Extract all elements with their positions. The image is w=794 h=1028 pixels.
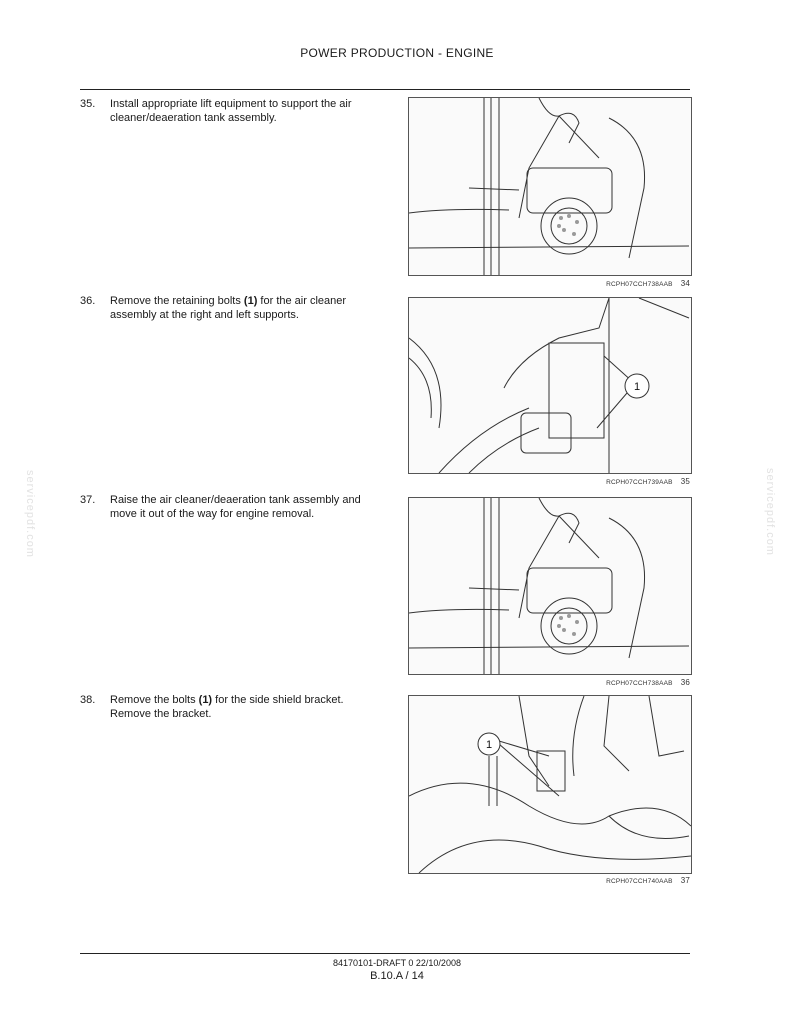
header-rule — [80, 89, 690, 90]
step-number: 38. — [80, 694, 96, 706]
callout-label: 1 — [634, 381, 640, 393]
step-37: 37. Raise the air cleaner/deaeration tan… — [80, 493, 385, 521]
figure-code: RCPH07CCH738AAB — [606, 680, 673, 687]
figure-caption: RCPH07CCH738AAB 34 — [408, 279, 690, 288]
callout-reference: (1) — [198, 694, 213, 706]
figure-36 — [408, 497, 692, 675]
step-38: 38. Remove the bolts (1) for the side sh… — [80, 693, 385, 721]
retaining-bolts-illustration: 1 — [409, 298, 690, 473]
footer-document-id: 84170101-DRAFT 0 22/10/2008 — [333, 958, 461, 968]
figure-34 — [408, 97, 692, 276]
callout-circle — [624, 373, 650, 399]
figure-caption: RCPH07CCH740AAB 37 — [408, 876, 690, 885]
side-shield-bracket-illustration: 1 — [409, 696, 691, 873]
callout-label: 1 — [486, 739, 492, 751]
step-number: 36. — [80, 295, 96, 307]
footer-rule — [80, 953, 690, 954]
raised-assembly-illustration — [409, 498, 690, 674]
callout-circle — [477, 732, 501, 756]
step-number: 37. — [80, 494, 96, 506]
step-text-part: for the side shield bracket. Remove the … — [110, 694, 344, 720]
figure-code: RCPH07CCH738AAB — [606, 281, 673, 288]
step-text: Remove the retaining bolts (1) for the a… — [110, 294, 385, 322]
step-text: Raise the air cleaner/deaeration tank as… — [110, 494, 361, 520]
figure-code: RCPH07CCH739AAB — [606, 479, 673, 486]
figure-code: RCPH07CCH740AAB — [606, 878, 673, 885]
step-36: 36. Remove the retaining bolts (1) for t… — [80, 294, 385, 322]
step-35: 35. Install appropriate lift equipment t… — [80, 97, 385, 125]
figure-37: 1 — [408, 695, 692, 874]
figure-caption: RCPH07CCH738AAB 36 — [408, 678, 690, 687]
callout-reference: (1) — [243, 295, 258, 307]
step-text-part: Remove the retaining bolts — [110, 295, 244, 307]
footer-page-number: B.10.A / 14 — [370, 970, 424, 982]
figure-35: 1 — [408, 297, 692, 474]
step-text-part: Remove the bolts — [110, 694, 199, 706]
figure-caption: RCPH07CCH739AAB 35 — [408, 477, 690, 486]
watermark-left: servicepdf.com — [24, 470, 36, 558]
step-text: Install appropriate lift equipment to su… — [110, 98, 352, 124]
lift-chain-illustration — [409, 98, 690, 275]
figure-number: 34 — [680, 279, 690, 288]
figure-number: 37 — [680, 876, 690, 885]
figure-number: 36 — [680, 678, 690, 687]
step-text-part: for the air cleaner assembly at the righ… — [110, 295, 347, 321]
page-header: POWER PRODUCTION - ENGINE — [300, 46, 494, 60]
step-text: Remove the bolts (1) for the side shield… — [110, 693, 385, 721]
step-number: 35. — [80, 98, 96, 110]
figure-number: 35 — [680, 477, 690, 486]
watermark-right: servicepdf.com — [764, 468, 776, 556]
